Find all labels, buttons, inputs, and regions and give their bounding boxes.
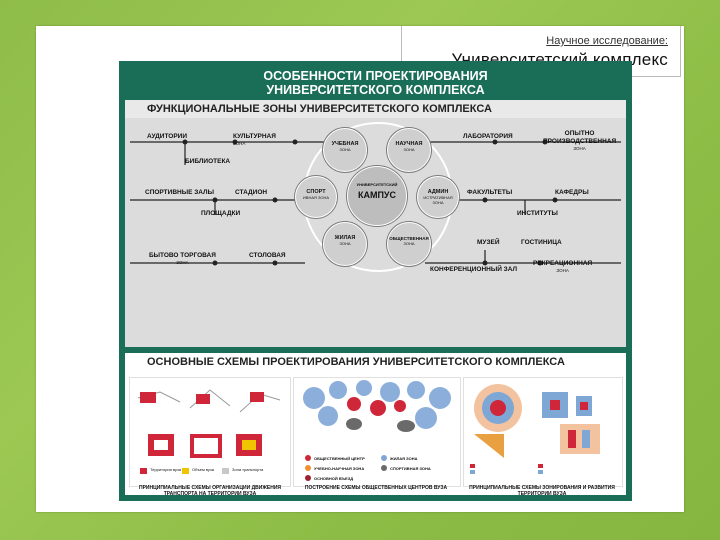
zoning-diagram xyxy=(470,384,600,474)
campus-circle-top: УНИВЕРСИТЕТСКИЙ xyxy=(356,182,398,187)
poster-image: ОСОБЕННОСТИ ПРОЕКТИРОВАНИЯ УНИВЕРСИТЕТСК… xyxy=(119,61,632,501)
legend2-living: ЖИЛАЯ ЗОНА xyxy=(390,456,418,461)
transport-diagrams xyxy=(137,389,281,474)
legend1-volume: Объем вуза xyxy=(192,467,214,472)
label-experimental: ОПЫТНО ПРОИЗВОДСТВЕННАЯ ЗОНА xyxy=(543,130,617,151)
label-departments: КАФЕДРЫ xyxy=(555,189,589,196)
label-museum: МУЗЕЙ xyxy=(477,239,500,246)
caption-zoning: ПРИНЦИПИАЛЬНЫЕ СХЕМЫ ЗОНИРОВАНИЯ И РАЗВИ… xyxy=(469,485,615,497)
zone-science-circle: НАУЧНАЯ ЗОНА xyxy=(387,128,431,172)
label-grounds: ПЛОЩАДКИ xyxy=(201,210,241,217)
campus-circle-main: КАМПУС xyxy=(357,190,397,200)
poster-title: ОСОБЕННОСТИ ПРОЕКТИРОВАНИЯ УНИВЕРСИТЕТСК… xyxy=(119,69,632,97)
legend2-study: УЧЕБНО-НАУЧНАЯ ЗОНА xyxy=(314,466,365,471)
label-institutes: ИНСТИТУТЫ xyxy=(517,210,558,217)
zones-connector-lines xyxy=(130,139,621,266)
zone-study-circle: УЧЕБНАЯ ЗОНА xyxy=(323,128,367,172)
label-faculties: ФАКУЛЬТЕТЫ xyxy=(467,189,513,196)
centres-legend-markers xyxy=(305,455,387,481)
label-library: БИБЛИОТЕКА xyxy=(185,158,231,165)
scheme-centres: ОБЩЕСТВЕННЫЙ ЦЕНТР ЖИЛАЯ ЗОНА УЧЕБНО-НАУ… xyxy=(293,377,461,487)
poster-title-line2: УНИВЕРСИТЕТСКОГО КОМПЛЕКСА xyxy=(266,83,485,97)
caption-centres: ПОСТРОЕНИЕ СХЕМЫ ОБЩЕСТВЕННЫХ ЦЕНТРОВ ВУ… xyxy=(304,485,448,491)
label-laboratory: ЛАБОРАТОРИЯ xyxy=(463,133,513,140)
slide-subtitle: Научное исследование: xyxy=(546,35,668,47)
scheme-transport: Территория вуза Объем вуза Зона транспор… xyxy=(129,377,291,487)
label-hotel: ГОСТИНИЦА xyxy=(521,239,562,246)
legend1-transport: Зона транспорта xyxy=(232,467,264,472)
caption-transport: ПРИНЦИПИАЛЬНЫЕ СХЕМЫ ОРГАНИЗАЦИИ ДВИЖЕНИ… xyxy=(138,485,282,497)
zone-public-circle: ОБЩЕСТВЕННАЯ ЗОНА xyxy=(387,222,431,266)
label-sport-halls: СПОРТИВНЫЕ ЗАЛЫ xyxy=(145,189,214,196)
legend1-territory: Территория вуза xyxy=(150,467,181,472)
label-cultural: КУЛЬТУРНАЯ ЗОНА xyxy=(233,133,276,146)
label-auditories: АУДИТОРИИ xyxy=(147,133,188,140)
poster-title-line1: ОСОБЕННОСТИ ПРОЕКТИРОВАНИЯ xyxy=(263,69,488,83)
centres-diagram xyxy=(303,380,451,432)
campus-circle: УНИВЕРСИТЕТСКИЙ КАМПУС xyxy=(347,166,407,226)
zone-admin-circle: АДМИН ИСТРАТИВНАЯ ЗОНА xyxy=(417,176,459,218)
label-recreation: РЕКРЕАЦИОННАЯ ЗОНА xyxy=(533,260,593,273)
zone-sport-circle: СПОРТ ИВНАЯ ЗОНА xyxy=(295,176,337,218)
zones-heading: ФУНКЦИОНАЛЬНЫЕ ЗОНЫ УНИВЕРСИТЕТСКОГО КОМ… xyxy=(125,100,626,118)
legend2-entrance: ОСНОВНОЙ ВЪЕЗД xyxy=(314,476,354,481)
legend2-public-centre: ОБЩЕСТВЕННЫЙ ЦЕНТР xyxy=(314,456,365,461)
zone-living-circle: ЖИЛАЯ ЗОНА xyxy=(323,222,367,266)
label-household: БЫТОВО ТОРГОВАЯ ЗОНА xyxy=(149,252,216,265)
schemes-panel: ОСНОВНЫЕ СХЕМЫ ПРОЕКТИРОВАНИЯ УНИВЕРСИТЕ… xyxy=(125,353,626,497)
scheme-zoning xyxy=(463,377,623,487)
label-conference: КОНФЕРЕНЦИОННЫЙ ЗАЛ xyxy=(430,266,518,273)
schemes-heading: ОСНОВНЫЕ СХЕМЫ ПРОЕКТИРОВАНИЯ УНИВЕРСИТЕ… xyxy=(125,353,626,371)
legend2-sport: СПОРТИВНАЯ ЗОНА xyxy=(390,466,431,471)
label-stadium: СТАДИОН xyxy=(235,189,268,196)
label-canteen: СТОЛОВАЯ xyxy=(249,252,286,259)
zones-panel: ФУНКЦИОНАЛЬНЫЕ ЗОНЫ УНИВЕРСИТЕТСКОГО КОМ… xyxy=(125,100,626,347)
